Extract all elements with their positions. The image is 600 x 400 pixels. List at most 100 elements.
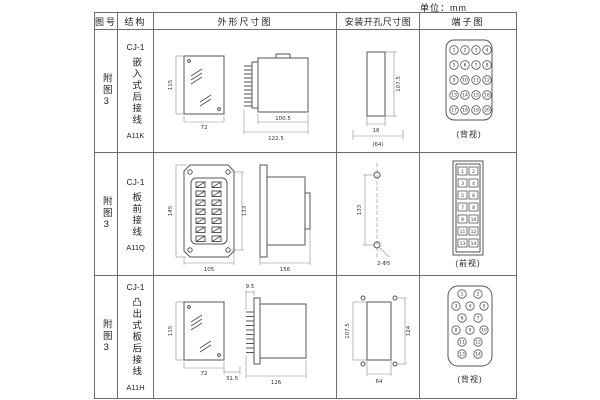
svg-text:18: 18 [462, 108, 468, 114]
structure-desc: 板前接线 [130, 191, 142, 238]
svg-text:12: 12 [471, 229, 477, 235]
svg-text:2: 2 [472, 169, 475, 175]
fig-no-label: 附图3 [100, 196, 112, 232]
mounting-cell: 107.5 124 64 [336, 275, 421, 399]
outline-cell: 145 133 105 156 [153, 152, 338, 276]
svg-text:6: 6 [464, 63, 467, 69]
svg-text:3: 3 [455, 304, 458, 310]
svg-text:20: 20 [484, 108, 490, 114]
fig-no-cell: 附图3 [93, 275, 119, 399]
code-label: A11Q [126, 242, 145, 252]
table-row-a11h: 附图3 CJ-1 凸出式板后接线 A11H [93, 275, 518, 399]
svg-text:8: 8 [486, 63, 489, 69]
svg-text:10: 10 [481, 328, 487, 334]
dim-hole-spacing: 133 [242, 205, 248, 216]
terminal-circles: 1 2 3 4 5 6 7 8 9 10 11 12 13 14 [451, 289, 489, 359]
dim-cutout-width: 16 [373, 128, 380, 134]
svg-text:9: 9 [453, 78, 456, 84]
dimension-table: 图号 结构 外形尺寸图 安装开孔尺寸图 端子图 附图3 CJ-1 嵌入式后接线 … [93, 12, 518, 399]
dimension-lines-side [259, 229, 311, 265]
dimension-lines [175, 55, 225, 123]
mounting-cell: 107.5 16 (64) [336, 29, 421, 153]
table-row-a11q: 附图3 CJ-1 板前接线 A11Q [93, 152, 518, 276]
terminal-cells: 1 2 3 4 5 6 7 8 9 10 11 12 13 14 [457, 166, 479, 248]
outline-drawing-a11h: 115 72 31.5 9.5 126 [168, 284, 307, 386]
outline-drawing-a11q: 145 133 105 156 [168, 164, 311, 273]
svg-text:6: 6 [461, 316, 464, 322]
outline-drawing-a11k: 115 72 100.5 122.5 [168, 53, 309, 142]
svg-text:10: 10 [462, 78, 468, 84]
dim-plate-height: 145 [168, 205, 174, 216]
outline-cell: 115 72 100.5 122.5 [153, 29, 338, 153]
fig-no-cell: 附图3 [93, 152, 119, 276]
svg-text:7: 7 [475, 63, 478, 69]
terminal-circles: 1 2 3 4 5 6 7 8 9 10 11 12 13 14 [449, 45, 492, 115]
relay-side-view [246, 297, 307, 365]
dimension-lines [363, 174, 390, 258]
fig-no-label: 附图3 [100, 319, 112, 355]
panel-cutout [366, 51, 386, 117]
structure-cell: CJ-1 板前接线 A11Q [117, 152, 155, 276]
dim-cutout-width: 64 [376, 379, 383, 385]
svg-text:5: 5 [483, 304, 486, 310]
svg-text:16: 16 [484, 93, 490, 99]
structure-desc: 嵌入式后接线 [130, 57, 142, 126]
dim-height: 115 [168, 325, 174, 336]
dim-body-length: 100.5 [275, 116, 291, 122]
svg-text:8: 8 [472, 205, 475, 211]
header-outline: 外形尺寸图 [153, 12, 338, 30]
svg-text:2: 2 [464, 48, 467, 54]
dim-total-length: 122.5 [268, 136, 284, 142]
dimension-lines-side [245, 290, 307, 378]
svg-text:7: 7 [477, 316, 480, 322]
terminal-drawing-a11h: 1 2 3 4 5 6 7 8 9 10 11 12 13 14 [447, 285, 493, 384]
dim-overall-width: (64) [372, 142, 383, 148]
svg-text:12: 12 [475, 340, 481, 346]
svg-text:14: 14 [471, 241, 477, 247]
relay-rear-view [183, 301, 225, 361]
header-fig-no: 图号 [93, 12, 119, 30]
svg-text:10: 10 [471, 217, 477, 223]
svg-text:13: 13 [459, 352, 465, 358]
terminal-strip [452, 160, 484, 256]
svg-text:1: 1 [453, 48, 456, 54]
svg-text:17: 17 [451, 108, 457, 114]
code-label: A11H [126, 382, 145, 392]
view-label: (背视) [457, 374, 482, 384]
svg-text:11: 11 [473, 78, 479, 84]
svg-text:9: 9 [469, 328, 472, 334]
svg-text:4: 4 [472, 181, 475, 187]
svg-text:13: 13 [451, 93, 457, 99]
model-label: CJ-1 [126, 42, 145, 52]
view-label: (背视) [456, 129, 481, 139]
unit-label: 单位：mm [420, 3, 467, 13]
terminal-drawing-a11q: 1 2 3 4 5 6 7 8 9 10 11 12 13 14 [452, 160, 484, 268]
hole-spec-label: 2-Φ5 [377, 261, 391, 267]
svg-text:15: 15 [473, 93, 479, 99]
header-terminal: 端子图 [419, 12, 518, 30]
dim-pin-length: 9.5 [246, 284, 255, 290]
dim-total-length: 156 [280, 267, 291, 273]
svg-text:9: 9 [461, 217, 464, 223]
svg-text:7: 7 [461, 205, 464, 211]
mounting-drawing-a11q: 133 2-Φ5 [357, 163, 391, 267]
svg-text:13: 13 [460, 241, 466, 247]
table-row-a11k: 附图3 CJ-1 嵌入式后接线 A11K [93, 29, 518, 153]
dim-width: 72 [201, 371, 208, 377]
mounting-holes [373, 163, 381, 257]
panel-cutout [360, 295, 398, 367]
relay-side-view [259, 164, 311, 258]
model-label: CJ-1 [126, 282, 145, 293]
svg-text:12: 12 [484, 78, 490, 84]
header-mounting: 安装开孔尺寸图 [336, 12, 421, 30]
dim-plate-width: 105 [204, 267, 215, 273]
svg-text:11: 11 [459, 340, 465, 346]
relay-rear-view [183, 55, 225, 115]
svg-text:3: 3 [461, 181, 464, 187]
structure-cell: CJ-1 凸出式板后接线 A11H [117, 275, 155, 399]
relay-side-view [244, 53, 309, 113]
header-row: 图号 结构 外形尺寸图 安装开孔尺寸图 端子图 [93, 12, 518, 30]
svg-text:14: 14 [462, 93, 468, 99]
terminal-drawing-a11k: 1 2 3 4 5 6 7 8 9 10 11 12 13 14 [445, 39, 493, 139]
